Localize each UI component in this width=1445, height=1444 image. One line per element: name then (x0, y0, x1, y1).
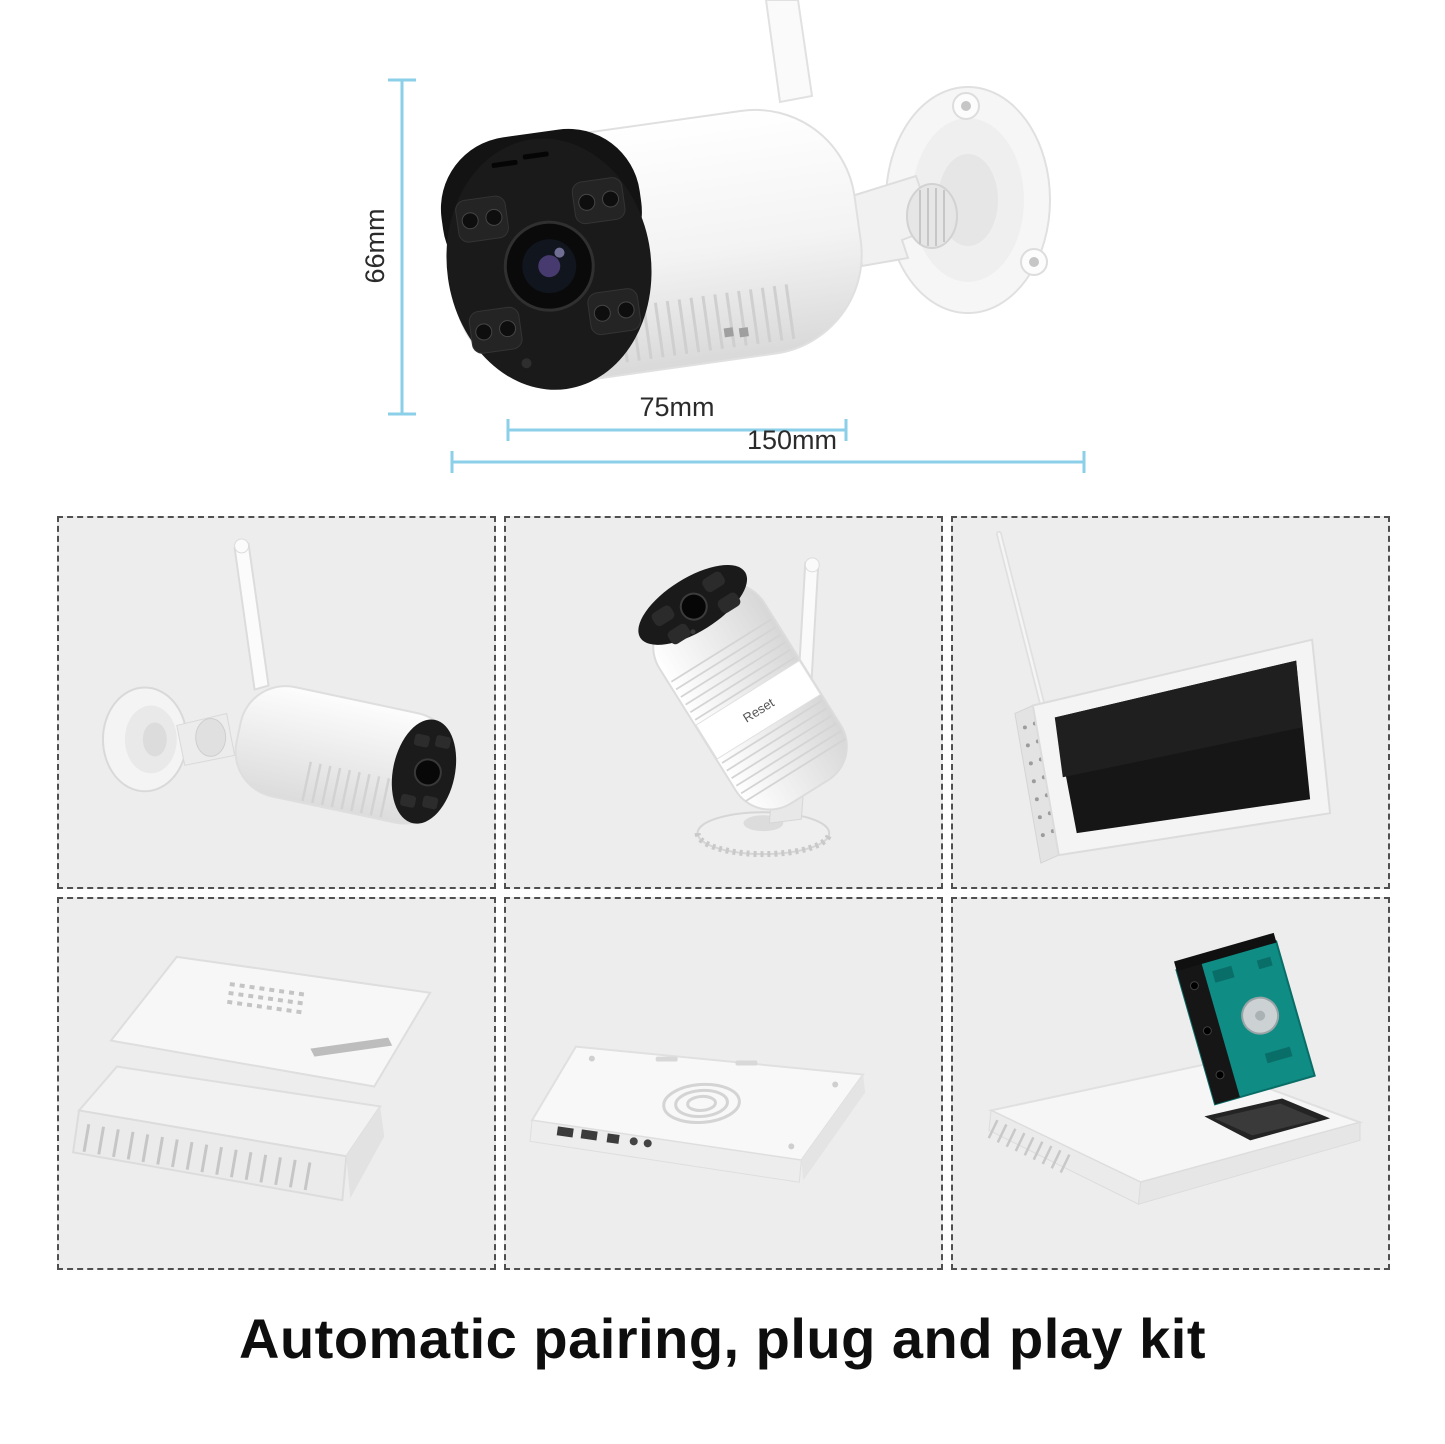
camera-body-icon (234, 685, 457, 825)
camera-front-photo: Reset (638, 557, 848, 858)
dimension-lines (388, 78, 1086, 473)
caption-text: Automatic pairing, plug and play kit (239, 1307, 1206, 1370)
camera-illustration: 66mm 75mm 150mm (360, 0, 1086, 473)
wall-mount-plate (885, 86, 1051, 314)
hdd-install-photo (987, 932, 1364, 1205)
product-gallery: Reset (57, 516, 1390, 1270)
mount-knuckle (906, 183, 958, 249)
mic-hole (521, 358, 532, 369)
stacked-units-photo (71, 955, 432, 1202)
top-unit-icon (109, 955, 432, 1088)
camera-lens (503, 220, 595, 312)
dimension-label-length: 150mm (747, 425, 837, 455)
gallery-cell-stacked-units (57, 897, 496, 1270)
gallery-cell-camera-front: Reset (504, 516, 943, 889)
speaker-grille-icon (662, 1082, 741, 1125)
camera-body (440, 108, 863, 390)
gallery-cell-receiver-bottom (504, 897, 943, 1270)
bottom-unit-side-icon (346, 1106, 385, 1199)
dimension-label-width: 75mm (639, 392, 714, 422)
vent-cluster-icon (227, 982, 310, 1015)
unit-vents-icon (987, 1119, 1071, 1174)
ports-icon (556, 1126, 620, 1144)
receiver-front-icon (529, 1119, 802, 1183)
front-vents-icon (82, 1124, 312, 1191)
camera-body-icon: Reset (638, 564, 848, 811)
gallery-cell-monitor (951, 516, 1390, 889)
hero-camera-dimensions: 66mm 75mm 150mm (0, 0, 1445, 512)
receiver-bottom-photo (529, 1045, 866, 1183)
gallery-cell-hdd-install (951, 897, 1390, 1270)
ir-led-pods (455, 177, 642, 354)
slot-icon (310, 1037, 393, 1057)
receiver-side-icon (801, 1074, 866, 1181)
antenna-icon (233, 542, 270, 691)
camera-side-photo (101, 538, 457, 825)
dimension-label-height: 66mm (360, 208, 390, 283)
gallery-cell-camera-side (57, 516, 496, 889)
unit-front-right-icon (1138, 1121, 1361, 1205)
hard-drive-icon (1174, 932, 1316, 1106)
camera-antenna (764, 0, 814, 104)
product-label (695, 659, 822, 760)
monitor-photo (995, 530, 1332, 864)
